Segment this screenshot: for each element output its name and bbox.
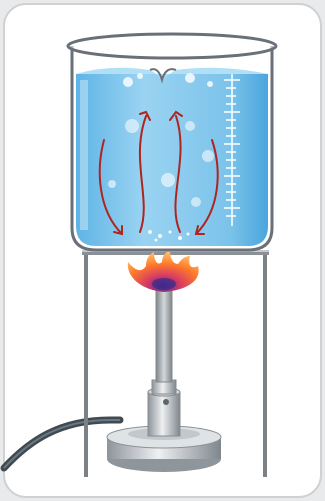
- air-valve: [163, 399, 169, 405]
- beaker-rim: [68, 34, 276, 58]
- water: [76, 74, 268, 246]
